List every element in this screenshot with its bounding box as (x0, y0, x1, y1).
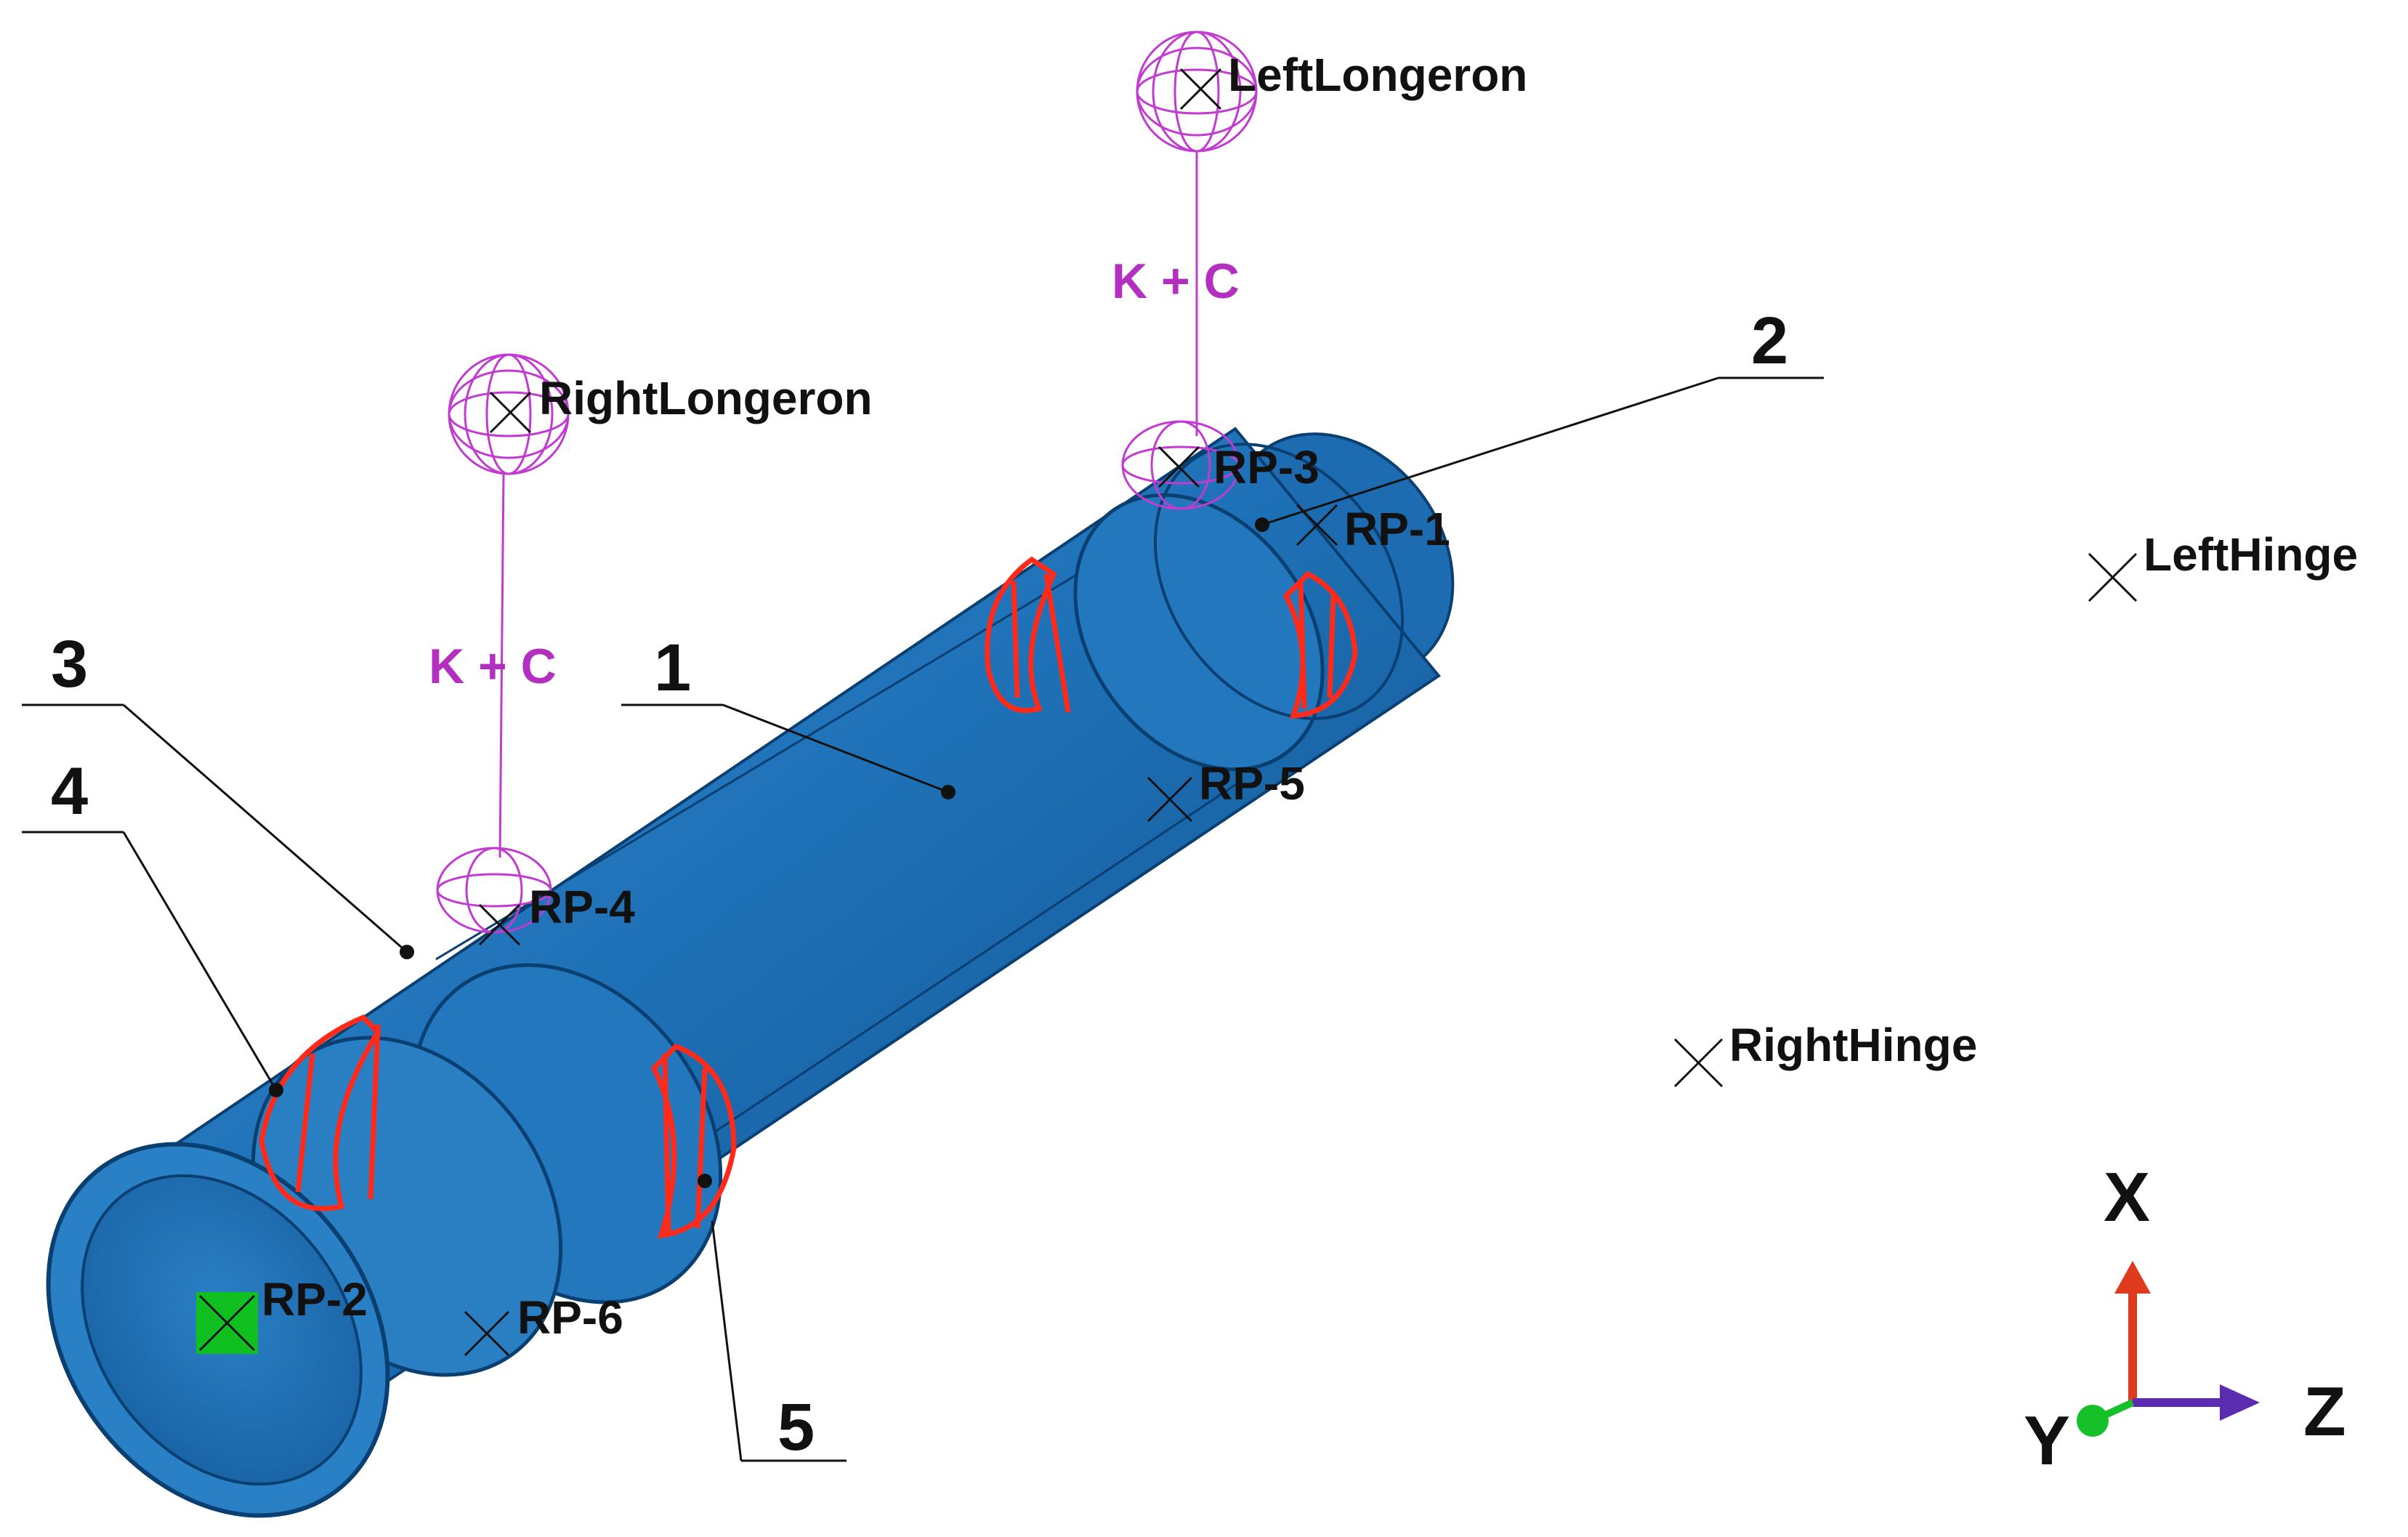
cross-icon (2088, 552, 2138, 602)
collar-right-outer (1153, 443, 1405, 720)
callout-2: 2 (1751, 304, 1788, 378)
left-hinge-label: LeftHinge (2144, 528, 2358, 581)
axis-z-label: Z (2303, 1373, 2346, 1451)
callout-dots (269, 517, 1269, 1188)
clamp-lower-right (650, 1043, 737, 1239)
rp-1-label: RP-1 (1344, 503, 1450, 555)
clamp-lower-left (259, 1014, 381, 1211)
wire-sphere-icon (436, 847, 552, 934)
rp-3-label: RP-3 (1213, 441, 1320, 493)
clamps (259, 556, 1358, 1239)
reference-markers (464, 68, 2138, 1357)
axis-triad-icon (2077, 1261, 2260, 1437)
axis-x-label: X (2104, 1158, 2150, 1236)
connector-left-label: K + C (1112, 254, 1240, 309)
connector-right (436, 353, 570, 934)
cross-icon (1147, 776, 1193, 823)
left-longeron-label: LeftLongeron (1228, 49, 1527, 101)
cross-icon (1157, 445, 1200, 488)
collar-right (1073, 493, 1325, 772)
rp-2-label: RP-2 (262, 1273, 368, 1326)
wire-sphere-icon (448, 353, 570, 475)
cross-icon (1673, 1038, 1724, 1088)
connector-right-label: K + C (429, 639, 557, 694)
wire-sphere-icon (1121, 420, 1240, 510)
right-hinge-label: RightHinge (1729, 1019, 1977, 1071)
cross-icon (1179, 68, 1222, 110)
clamp-upper-right (1282, 570, 1358, 719)
callout-lines (22, 376, 1824, 1462)
callout-1: 1 (654, 631, 691, 705)
cross-icon (198, 1294, 256, 1352)
connector-left (1121, 31, 1258, 510)
cross-icon (478, 903, 521, 946)
callout-5: 5 (777, 1390, 815, 1464)
rp-4-label: RP-4 (529, 881, 635, 933)
rp-5-label: RP-5 (1199, 757, 1305, 810)
right-longeron-label: RightLongeron (539, 372, 873, 424)
cross-icon (489, 391, 532, 434)
pipe-assembly (46, 427, 1455, 1518)
clamp-upper-left (985, 556, 1071, 714)
callout-4: 4 (51, 754, 88, 828)
callout-3: 3 (51, 627, 88, 701)
cross-icon (464, 1310, 510, 1357)
axis-y-label: Y (2024, 1402, 2070, 1480)
pipe-seam-top (435, 522, 1163, 961)
rp-6-label: RP-6 (517, 1291, 623, 1344)
